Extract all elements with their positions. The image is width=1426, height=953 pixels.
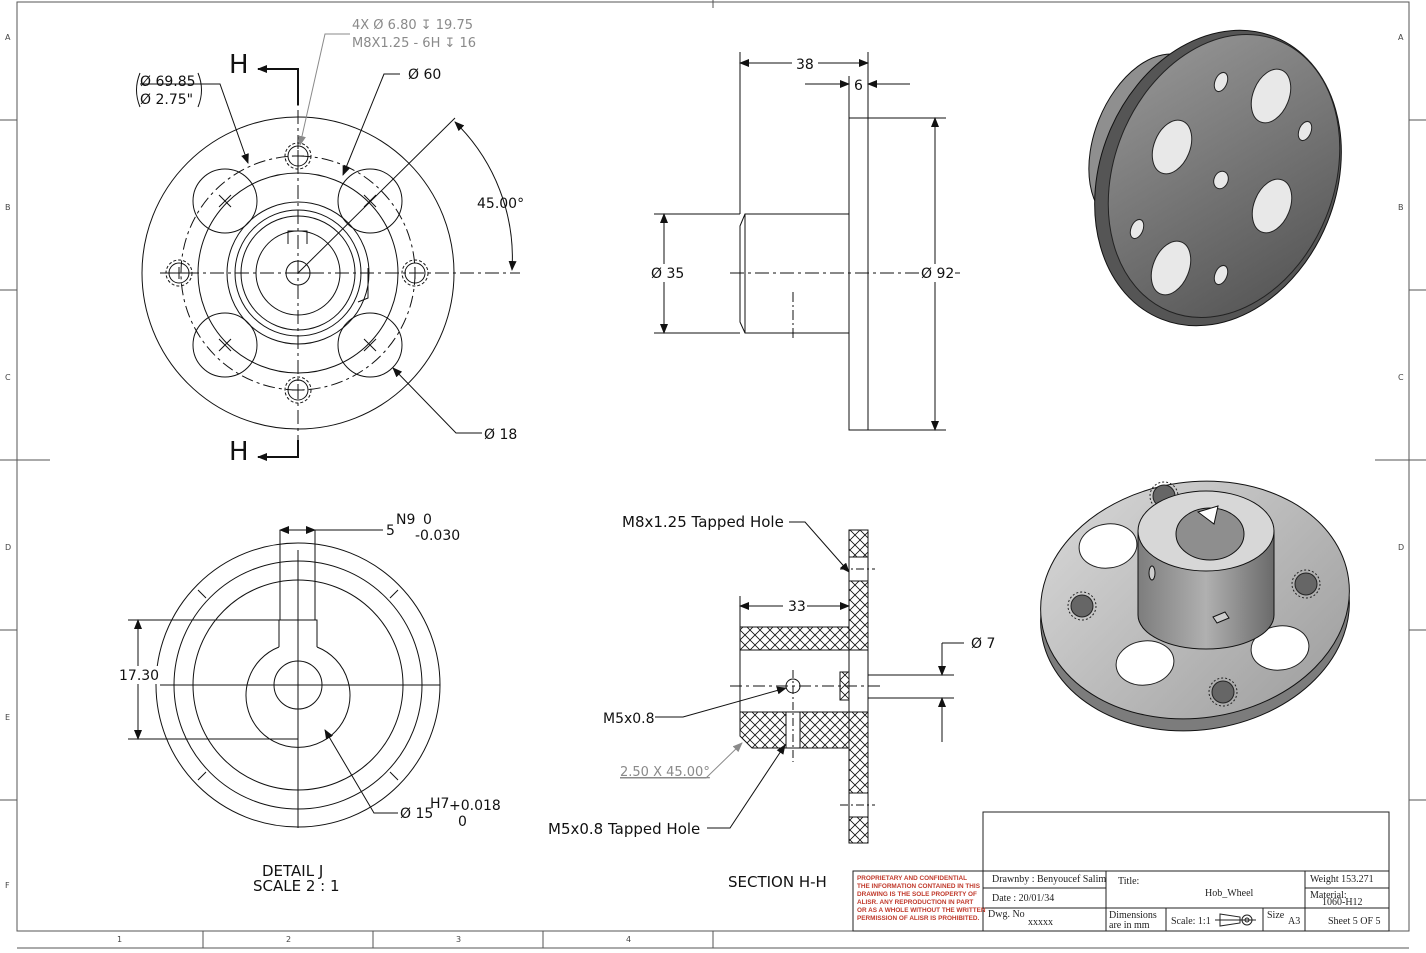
zone-c: C: [5, 373, 11, 382]
bore-tol-upper: +0.018: [449, 798, 501, 814]
zone-2: 2: [286, 935, 291, 944]
dimensions-note-2: are in mm: [1109, 920, 1150, 931]
section-hh: [655, 521, 964, 844]
dia-275-label: Ø 2.75": [140, 92, 193, 108]
proprietary-line6: PERMISSION OF ALISR IS PROHIBITED.: [857, 915, 979, 922]
bore-dia-label: Ø 15: [400, 806, 433, 822]
part-title: Hob_Wheel: [1205, 888, 1254, 899]
bore-fit-label: H7: [430, 796, 449, 812]
tapped-m8-label: M8x1.25 Tapped Hole: [622, 513, 784, 531]
dia-35-label: Ø 35: [651, 266, 684, 282]
zone-3: 3: [456, 935, 461, 944]
height-label: 17.30: [119, 668, 159, 684]
zone-b-right: B: [1398, 203, 1404, 212]
section-caption: SECTION H-H: [728, 873, 827, 891]
detail-j-scale: SCALE 2 : 1: [253, 877, 340, 895]
dim-6-label: 6: [854, 78, 863, 94]
angle-45-label: 45.00°: [477, 196, 524, 212]
title-label: Title:: [1118, 876, 1139, 887]
drawn-by: Drawnby : Benyoucef Salim: [992, 874, 1106, 885]
proprietary-line5: OR AS A WHOLE WITHOUT THE WRITTEN: [857, 907, 986, 914]
zone-a-right: A: [1398, 33, 1404, 42]
zone-a: A: [5, 33, 11, 42]
m5-label: M5x0.8: [603, 711, 655, 727]
dia-18-label: Ø 18: [484, 427, 517, 443]
detail-j-caption: DETAIL J: [262, 862, 323, 880]
chamfer-label: 2.50 X 45.00°: [620, 765, 710, 780]
key-tol-upper: 0: [423, 512, 432, 528]
size: A3: [1288, 916, 1300, 927]
zone-d-right: D: [1398, 543, 1404, 552]
section-cut-label-top: H: [229, 50, 249, 80]
dim-33-bg: [783, 598, 807, 614]
iso-view-front: [1040, 480, 1350, 732]
proprietary-line1: PROPRIETARY AND CONFIDENTIAL: [857, 875, 967, 882]
zone-f: F: [5, 881, 10, 890]
dual-dim-paren: [136, 72, 202, 108]
key-fit-label: N9: [396, 512, 415, 528]
dim-38-label: 38: [796, 57, 814, 73]
proprietary-line3: DRAWING IS THE SOLE PROPERTY OF: [857, 891, 977, 898]
material: 1060-H12: [1322, 897, 1363, 908]
detail-j: [128, 526, 441, 828]
dia-35-bg: [650, 264, 686, 282]
height-bg: [118, 666, 158, 684]
key-tol-lower: -0.030: [415, 528, 460, 544]
dwg-no: xxxxx: [1028, 917, 1053, 928]
bore-tol-lower: 0: [458, 814, 467, 830]
zone-d: D: [5, 543, 11, 552]
side-view: [654, 52, 960, 431]
dia-92-label: Ø 92: [921, 266, 954, 282]
size-label: Size: [1267, 910, 1285, 921]
dim-38-bg: [792, 56, 818, 72]
hole-callout-line2: M8X1.25 - 6H ↧ 16: [352, 36, 476, 51]
zone-labels: A B C D E F A B C D 1 2 3 4: [5, 33, 1404, 944]
key-width-label: 5: [386, 523, 395, 539]
material-label: Material:: [1310, 890, 1347, 901]
dia-6985-label: Ø 69.85: [140, 74, 196, 90]
proprietary-notice: PROPRIETARY AND CONFIDENTIAL THE INFORMA…: [857, 875, 986, 922]
scale: Scale: 1:1: [1171, 916, 1211, 927]
dim-33-label: 33: [788, 599, 806, 615]
chamfer-leader: [620, 742, 743, 779]
tapped-m5-label: M5x0.8 Tapped Hole: [548, 820, 700, 838]
dia-92-bg: [920, 264, 954, 282]
front-view: [140, 65, 520, 461]
zone-4: 4: [626, 935, 631, 944]
dia-60-label: Ø 60: [408, 67, 441, 83]
zone-b: B: [5, 203, 11, 212]
weight: Weight 153.271: [1310, 874, 1374, 885]
dwg-no-label: Dwg. No: [988, 909, 1025, 920]
proprietary-line2: THE INFORMATION CONTAINED IN THIS: [857, 883, 981, 890]
hole-callout-line1: 4X Ø 6.80 ↧ 19.75: [352, 18, 473, 33]
zone-e: E: [5, 713, 10, 722]
date: Date : 20/01/34: [992, 893, 1054, 904]
proprietary-line4: ALISR. ANY REPRODUCTION IN PART: [857, 899, 973, 906]
dia-7-label: Ø 7: [971, 636, 995, 652]
hole-callout-leader: [298, 33, 350, 146]
dimensions-note-1: Dimensions: [1109, 910, 1157, 921]
zone-c-right: C: [1398, 373, 1404, 382]
zone-1: 1: [117, 935, 122, 944]
section-cut-label-bottom: H: [229, 437, 249, 467]
title-block: [852, 811, 1390, 932]
iso-view-back: [1088, 29, 1342, 327]
sheet: Sheet 5 OF 5: [1328, 916, 1381, 927]
